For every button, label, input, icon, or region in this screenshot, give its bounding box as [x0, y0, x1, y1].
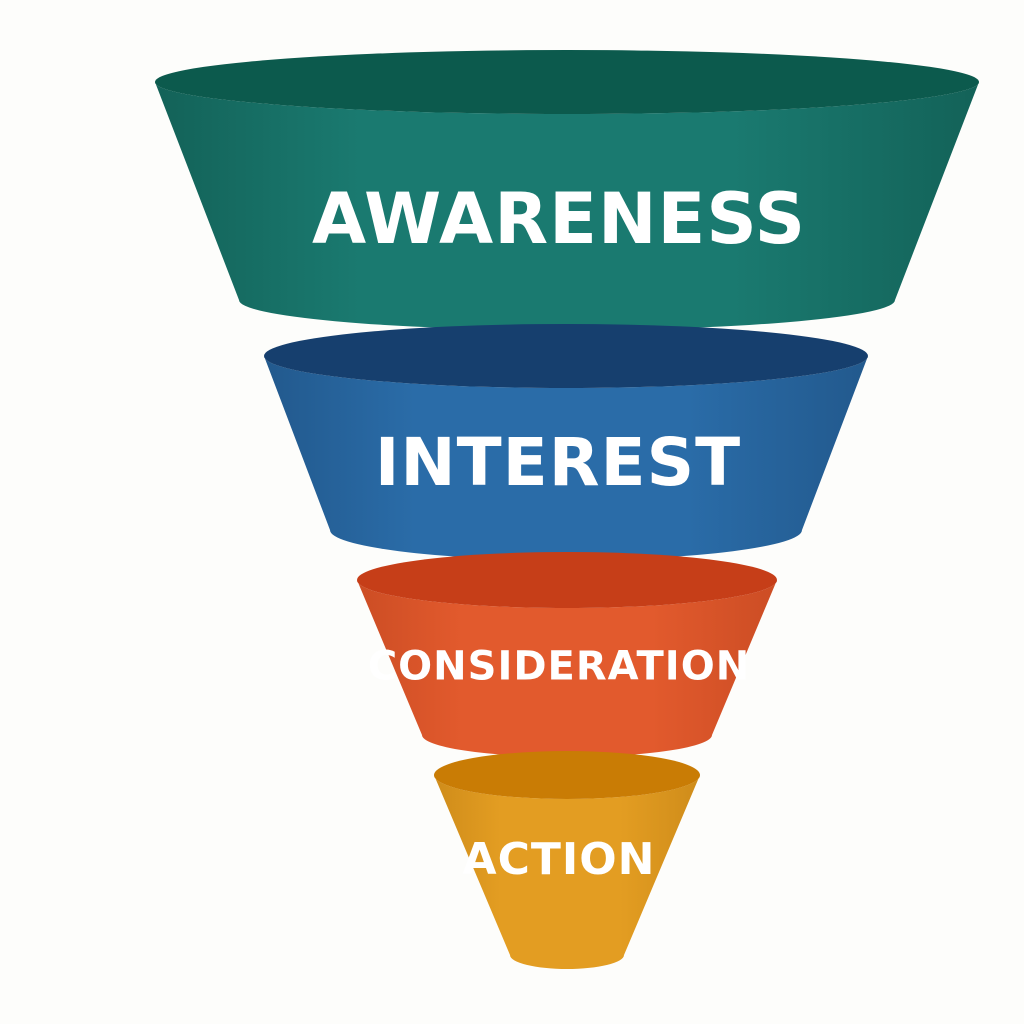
funnel-stage-consideration: CONSIDERATION — [357, 552, 777, 757]
stage-label-consideration: CONSIDERATION — [368, 643, 750, 689]
stage-top-ellipse — [357, 552, 777, 608]
funnel-stage-interest: INTEREST — [264, 324, 868, 560]
stage-top-ellipse — [155, 50, 979, 114]
stage-label-awareness: AWARENESS — [312, 178, 806, 260]
stage-label-interest: INTEREST — [375, 424, 741, 501]
stage-top-ellipse — [434, 751, 700, 799]
stage-side — [155, 82, 979, 330]
funnel-stage-action: ACTION — [434, 751, 700, 969]
stage-side — [264, 356, 868, 560]
stage-side — [434, 775, 700, 969]
stage-side — [357, 580, 777, 757]
stage-top-ellipse — [264, 324, 868, 388]
funnel-stage-awareness: AWARENESS — [155, 50, 979, 330]
stage-label-action: ACTION — [463, 834, 656, 885]
